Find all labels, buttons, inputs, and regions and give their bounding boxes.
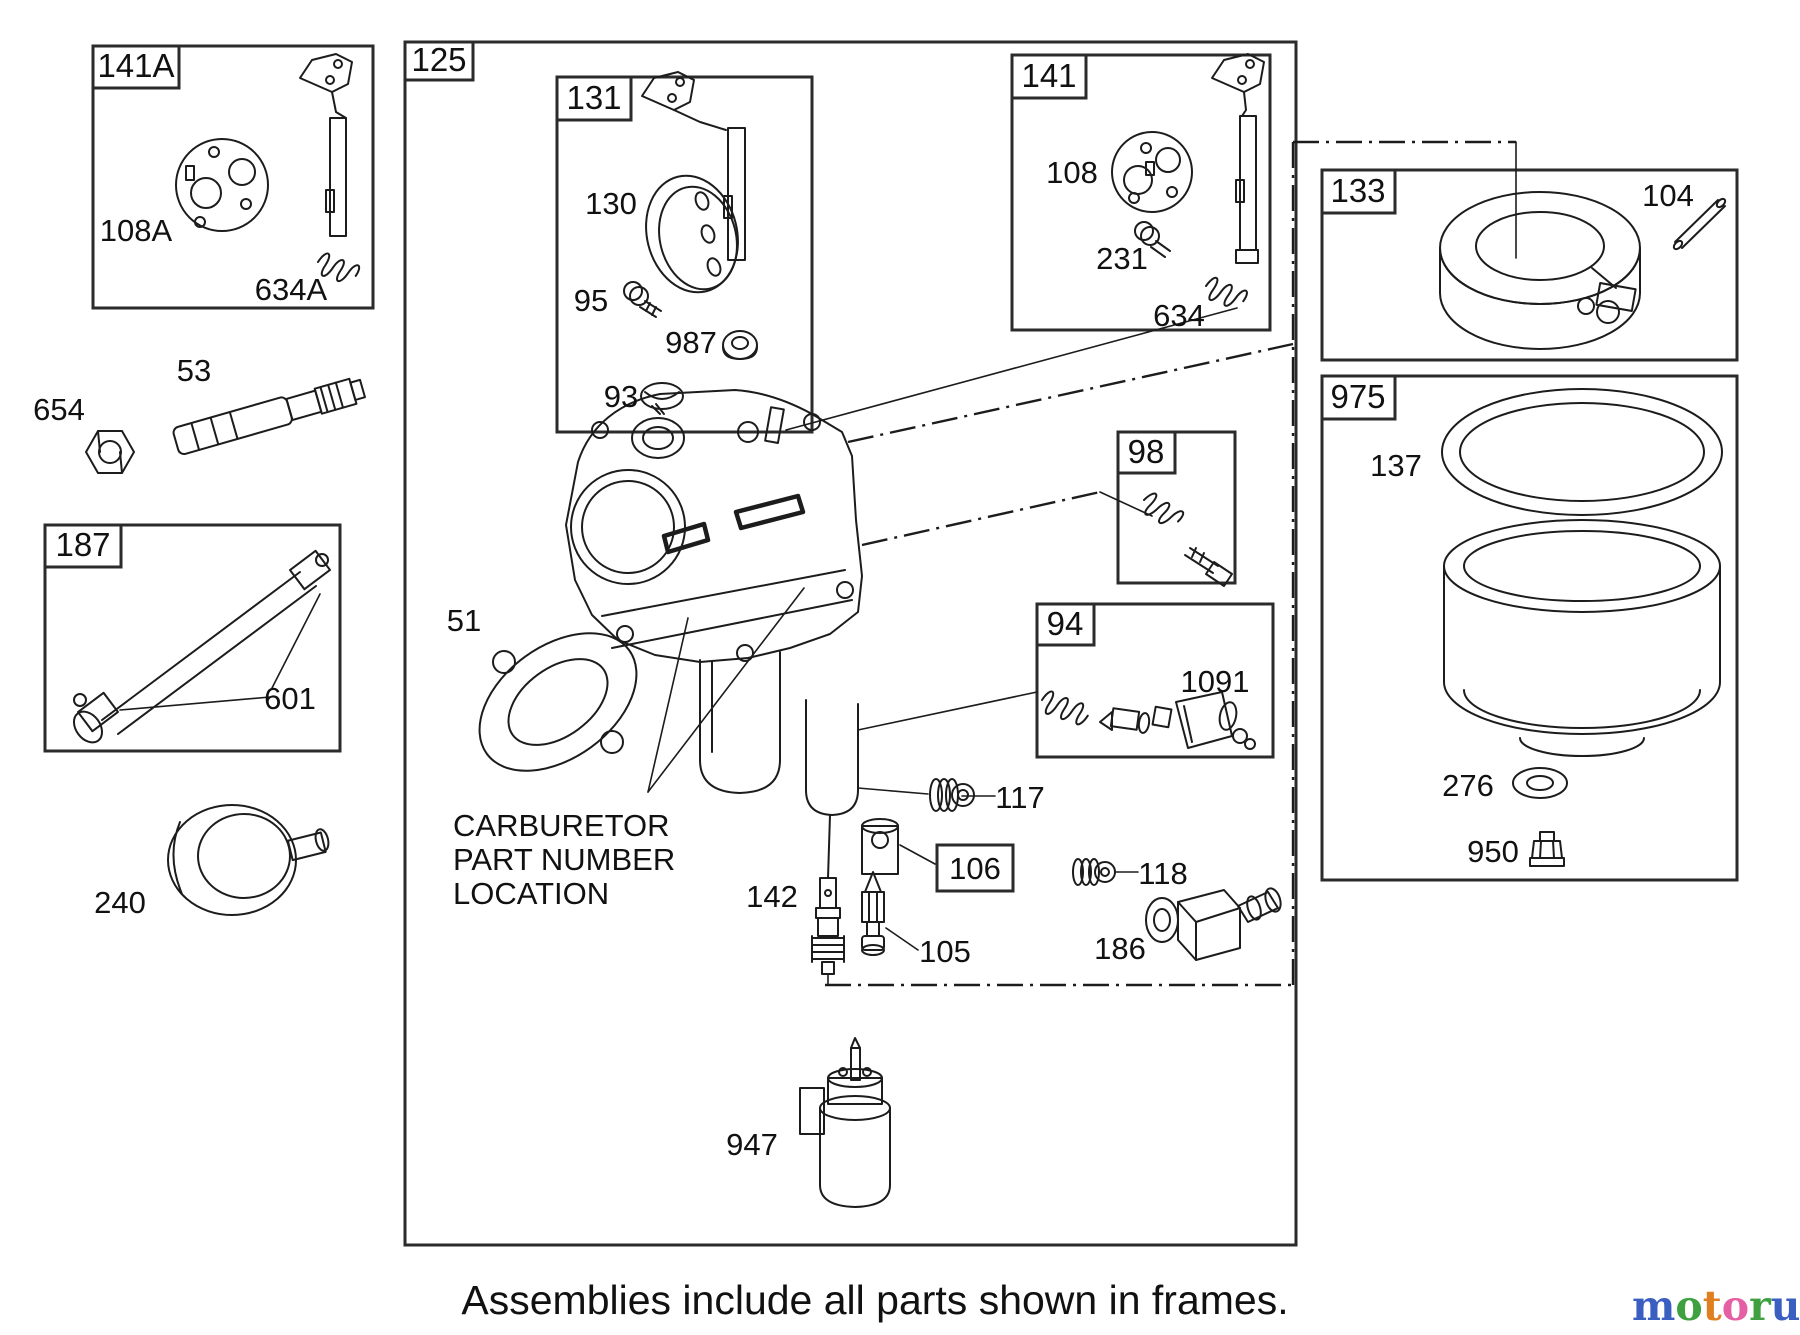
- watermark-letter: u: [1770, 1282, 1800, 1330]
- note-line-1: CARBURETOR: [453, 808, 669, 843]
- part-fuel-solenoid-947: [799, 1037, 891, 1208]
- part-bowl-gasket-137: [1441, 388, 1723, 516]
- frame-187: 187: [43, 523, 342, 753]
- note-line-2: PART NUMBER: [453, 842, 675, 877]
- frame-141-label: 141: [1021, 57, 1076, 94]
- part-number-pads: [661, 493, 806, 555]
- part-plate-108A: [175, 138, 269, 232]
- watermark-letter: o: [1675, 1282, 1703, 1330]
- part-float-133: [1439, 191, 1641, 350]
- part-needle-valve-kit-94: [1041, 690, 1256, 750]
- label-130: 130: [585, 186, 637, 221]
- label-53: 53: [177, 353, 211, 388]
- part-plate-108: [1111, 131, 1193, 213]
- part-cup-106: [861, 818, 899, 875]
- frame-131-label: 131: [566, 79, 621, 116]
- part-elbow-fitting-186: [1145, 887, 1282, 961]
- part-number-labels: 108A 634A 654 53 601 240 51 130 95 987 9…: [33, 155, 1694, 1162]
- label-108A: 108A: [100, 213, 173, 248]
- label-117: 117: [995, 780, 1044, 815]
- frame-133: 133: [1320, 168, 1739, 362]
- watermark-letter: r: [1749, 1282, 1771, 1330]
- label-95: 95: [574, 283, 608, 318]
- part-screw-95: [623, 281, 662, 318]
- label-240: 240: [94, 885, 146, 920]
- label-634A: 634A: [255, 272, 328, 307]
- part-hinge-pin-104: [1672, 197, 1727, 251]
- label-231: 231: [1096, 241, 1148, 276]
- part-throttle-plate-130: [645, 174, 739, 294]
- label-950: 950: [1467, 834, 1519, 869]
- label-118: 118: [1138, 856, 1187, 891]
- watermark-letter: m: [1632, 1282, 1676, 1330]
- ref-106-label: 106: [949, 851, 1001, 886]
- part-nut-654: [85, 430, 135, 474]
- part-plug-118: [1072, 858, 1116, 886]
- ref-box-106: 106: [935, 843, 1015, 893]
- carburetor-note: CARBURETOR PART NUMBER LOCATION: [453, 808, 675, 911]
- part-spring-screw-98: [1143, 492, 1233, 587]
- label-634: 634: [1153, 298, 1205, 333]
- label-105: 105: [919, 934, 971, 969]
- frame-125-label: 125: [411, 41, 466, 78]
- frame-125: 125: [403, 40, 1298, 1247]
- frame-98: 98: [1116, 430, 1237, 585]
- label-108: 108: [1046, 155, 1098, 190]
- watermark-letter: t: [1702, 1282, 1722, 1330]
- watermark-logo: motoruf·.de: [1632, 1282, 1800, 1330]
- caption: Assemblies include all parts shown in fr…: [461, 1277, 1288, 1323]
- label-137: 137: [1370, 448, 1422, 483]
- part-choke-lever-141A: [299, 53, 353, 237]
- part-needle-105: [861, 871, 885, 956]
- label-51: 51: [447, 603, 481, 638]
- frame-141A: 141A: [91, 44, 375, 310]
- frame-94-label: 94: [1047, 605, 1084, 642]
- label-276: 276: [1442, 768, 1494, 803]
- note-line-3: LOCATION: [453, 876, 609, 911]
- frame-975: 975: [1320, 374, 1739, 882]
- part-washer-276: [1512, 767, 1568, 799]
- part-fuel-filter-240: [167, 804, 330, 916]
- part-spring-634: [1205, 276, 1248, 307]
- part-bowl-nut-950: [1529, 831, 1565, 867]
- frame-141: 141: [1010, 53, 1272, 332]
- part-throttle-lever-131: [641, 71, 746, 261]
- part-cap-93: [640, 382, 684, 415]
- assembly-link-lines: [825, 140, 1517, 987]
- label-601: 601: [264, 681, 316, 716]
- part-float-bowl: [1443, 519, 1721, 757]
- part-bolt-53: [172, 377, 366, 456]
- label-987: 987: [665, 325, 717, 360]
- label-947: 947: [726, 1127, 778, 1162]
- label-654: 654: [33, 392, 85, 427]
- frame-187-label: 187: [55, 526, 110, 563]
- frame-133-label: 133: [1330, 172, 1385, 209]
- frame-975-label: 975: [1330, 378, 1385, 415]
- carburetor-body: [565, 389, 863, 879]
- label-104: 104: [1642, 178, 1694, 213]
- label-93: 93: [604, 379, 638, 414]
- part-screw-231: [1134, 221, 1171, 258]
- label-186: 186: [1094, 931, 1146, 966]
- part-spring-634A: [317, 252, 361, 283]
- label-142: 142: [746, 879, 798, 914]
- frame-94: 94: [1035, 602, 1275, 759]
- part-choke-lever-141: [1211, 53, 1265, 264]
- frame-141A-label: 141A: [97, 47, 174, 84]
- frame-98-label: 98: [1128, 433, 1165, 470]
- label-1091: 1091: [1181, 664, 1250, 699]
- watermark-letter: o: [1721, 1282, 1750, 1330]
- part-plug-117: [929, 778, 975, 812]
- part-main-jet-142: [811, 877, 845, 975]
- leader-lines: [119, 307, 1238, 986]
- part-fuel-line-601: [72, 549, 331, 744]
- part-seal-987: [722, 330, 758, 360]
- frame-131: 131: [555, 75, 814, 434]
- part-gasket-51: [478, 632, 638, 772]
